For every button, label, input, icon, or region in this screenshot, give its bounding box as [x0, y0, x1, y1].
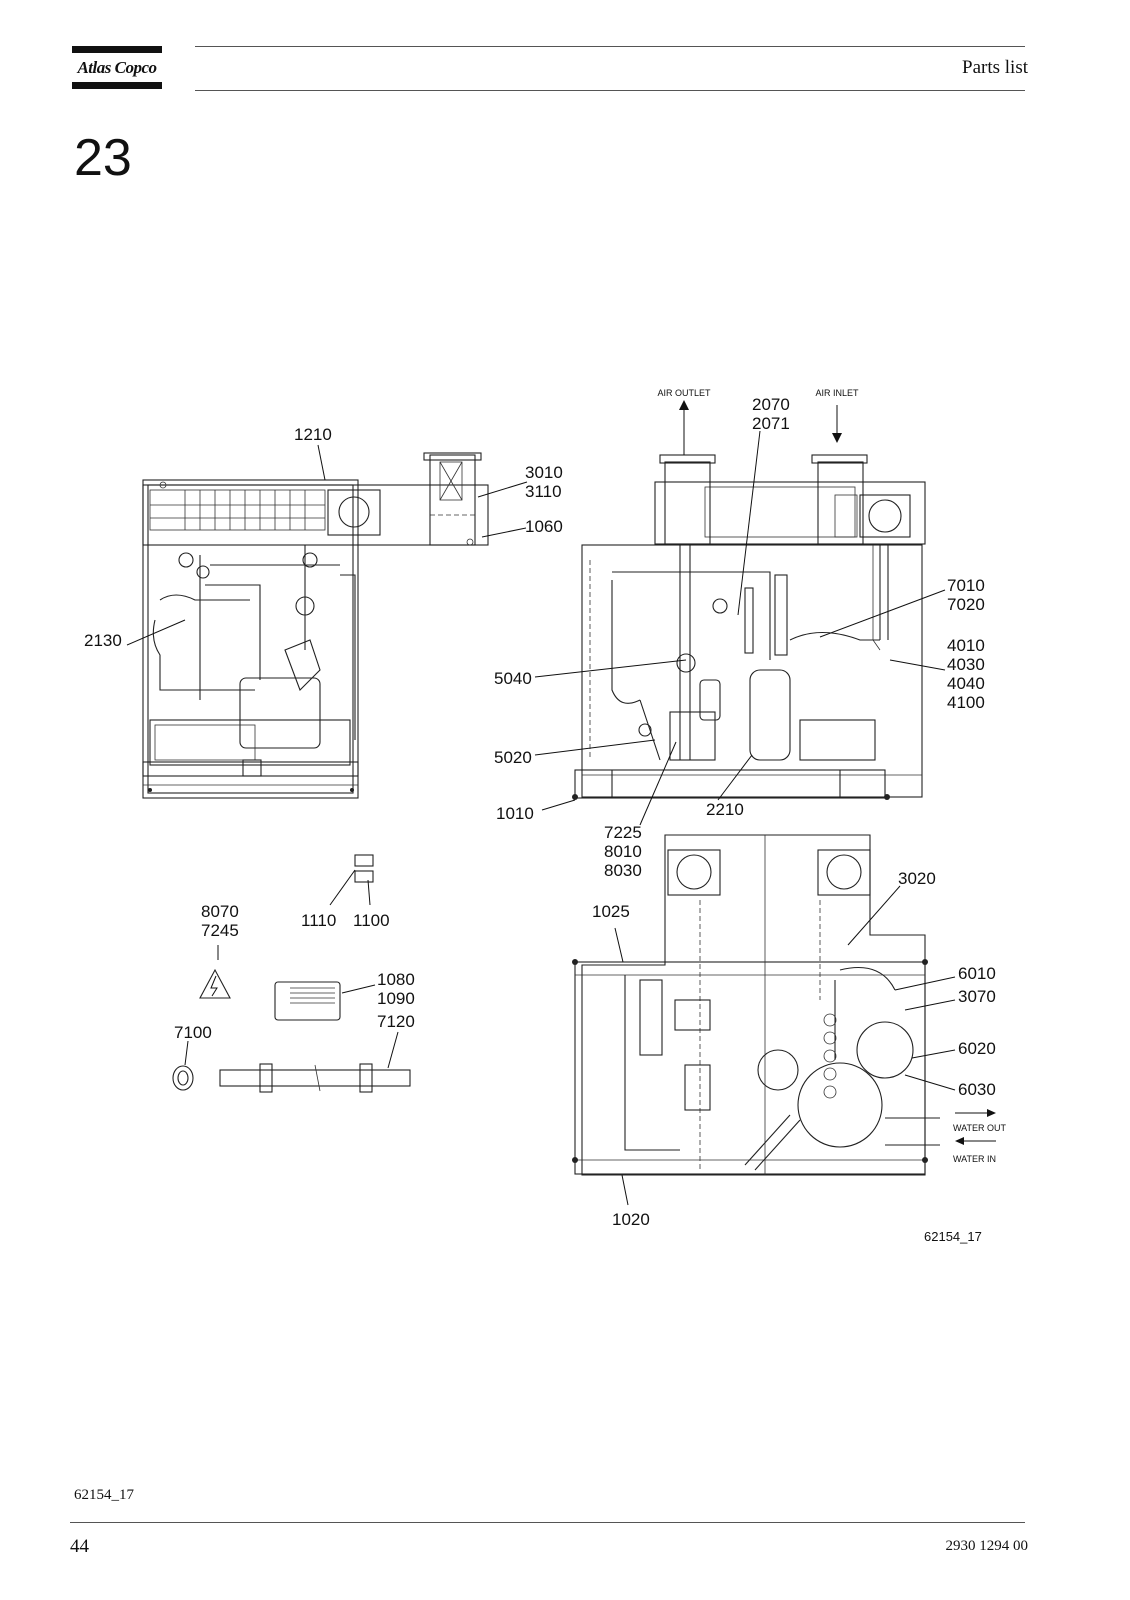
- water-out-label: WATER OUT: [953, 1123, 1006, 1133]
- header-rule-top: [195, 46, 1025, 47]
- callout-3020: 3020: [898, 869, 936, 888]
- callout-6010: 6010: [958, 964, 996, 983]
- callout-5040: 5040: [494, 669, 532, 688]
- left-view: [142, 452, 489, 799]
- callout-2071: 2071: [752, 414, 790, 433]
- callout-7010: 7010: [947, 576, 985, 595]
- callout-3110: 3110: [525, 482, 562, 501]
- callout-1210: 1210: [294, 425, 332, 444]
- footer-rule: [70, 1522, 1025, 1523]
- callout-8070: 8070: [201, 902, 239, 921]
- page-number: 44: [70, 1536, 89, 1557]
- callout-7225: 7225: [604, 823, 642, 842]
- callout-8030: 8030: [604, 861, 642, 880]
- callout-4010: 4010: [947, 636, 985, 655]
- callout-4030: 4030: [947, 655, 985, 674]
- callout-1020: 1020: [612, 1210, 650, 1229]
- callout-2130: 2130: [84, 631, 122, 650]
- air-outlet-label: AIR OUTLET: [657, 388, 711, 398]
- callout-2070: 2070: [752, 395, 790, 414]
- section-number: 23: [74, 129, 132, 187]
- callout-7120: 7120: [377, 1012, 415, 1031]
- drawing-reference: 62154_17: [924, 1229, 982, 1244]
- loose-parts: [172, 854, 411, 1093]
- callout-3010: 3010: [525, 463, 563, 482]
- callout-3070: 3070: [958, 987, 996, 1006]
- callout-1100: 1100: [353, 911, 390, 930]
- callout-1110: 1110: [301, 911, 336, 930]
- callout-7245: 7245: [201, 921, 239, 940]
- callout-1090: 1090: [377, 989, 415, 1008]
- callout-4040: 4040: [947, 674, 985, 693]
- callout-1060: 1060: [525, 517, 563, 536]
- brand-wordmark: Atlas Copco: [77, 58, 157, 77]
- atlas-copco-logo: Atlas Copco: [72, 46, 162, 92]
- footer-figure-ref: 62154_17: [74, 1487, 134, 1503]
- water-in-label: WATER IN: [953, 1154, 996, 1164]
- callout-2210: 2210: [706, 800, 744, 819]
- right-view: AIR OUTLET AIR INLET: [572, 388, 926, 800]
- callout-4100: 4100: [947, 693, 985, 712]
- callout-6020: 6020: [958, 1039, 996, 1058]
- callout-6030: 6030: [958, 1080, 996, 1099]
- air-inlet-label: AIR INLET: [815, 388, 859, 398]
- callout-1080: 1080: [377, 970, 415, 989]
- callout-8010: 8010: [604, 842, 642, 861]
- callout-1010: 1010: [496, 804, 534, 823]
- header-title: Parts list: [962, 57, 1028, 78]
- callout-1025: 1025: [592, 902, 630, 921]
- callout-7020: 7020: [947, 595, 985, 614]
- callouts: 1210 3010 3110 1060 2130 2070 2071 7010 …: [84, 395, 996, 1244]
- callout-5020: 5020: [494, 748, 532, 767]
- top-view: WATER OUT WATER IN: [572, 834, 1006, 1176]
- leader-lines: [126, 430, 956, 1206]
- callout-7100: 7100: [174, 1023, 212, 1042]
- document-number: 2930 1294 00: [945, 1538, 1029, 1554]
- header-rule-bottom: [195, 90, 1025, 91]
